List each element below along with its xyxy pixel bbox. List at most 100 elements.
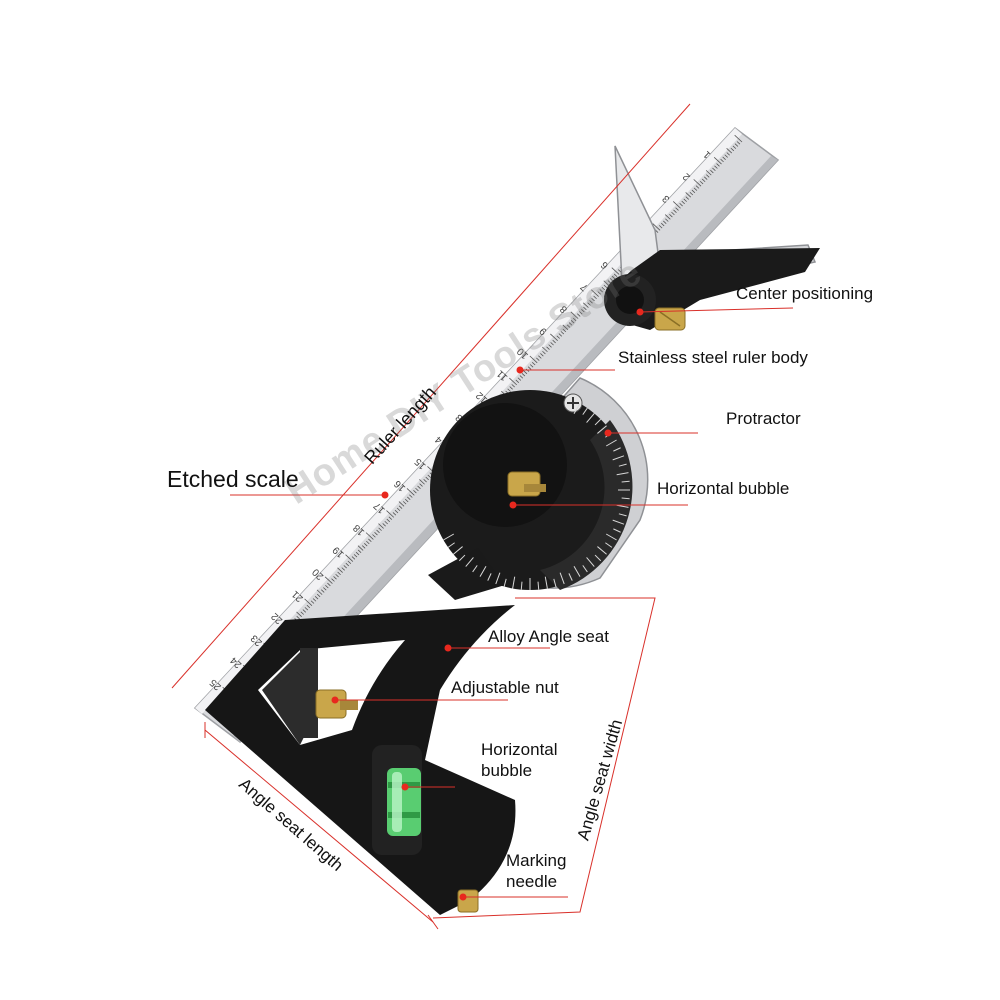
ruler-tick	[726, 147, 733, 154]
protractor-degree-ticks	[443, 403, 630, 590]
ruler-tick	[378, 523, 384, 529]
ruler-scale-number: 3	[660, 192, 672, 204]
protractor-tick	[612, 519, 625, 525]
ruler-tick	[425, 476, 429, 481]
ruler-tick	[542, 346, 548, 353]
leader-lines	[171, 103, 794, 930]
protractor-tick	[582, 565, 588, 573]
protractor-tick	[544, 576, 548, 589]
ruler-tick	[581, 309, 585, 313]
ruler-tick	[562, 328, 567, 333]
ruler-tick	[652, 223, 661, 231]
ruler-tick	[337, 567, 343, 573]
protractor-tick	[573, 565, 581, 577]
ruler-tick	[691, 189, 696, 194]
ruler-tick	[591, 297, 595, 302]
ruler-tick	[351, 556, 356, 560]
protractor-tick	[605, 542, 613, 548]
ruler-tick	[736, 141, 741, 145]
label-marking-needle-2: needle	[506, 872, 558, 891]
ruler-tick	[720, 158, 724, 163]
ruler-tick	[521, 373, 526, 377]
ruler-tick	[542, 350, 546, 355]
ruler-tick	[306, 604, 311, 609]
ruler-scale-number: 2	[681, 170, 693, 182]
ruler-tick	[347, 560, 352, 565]
ruler-tick	[325, 585, 329, 589]
protractor-tick	[597, 425, 607, 434]
ruler-tick	[413, 490, 417, 494]
ruler-tick	[663, 220, 667, 224]
ruler-tick	[732, 145, 737, 149]
ruler-tick	[597, 291, 601, 295]
ruler-tick	[579, 311, 583, 315]
ruler-scale-number: 9	[537, 325, 549, 337]
ruler-tick	[710, 169, 714, 174]
ruler-tick	[679, 203, 683, 207]
ruler-tick	[546, 346, 550, 350]
ruler-tick	[343, 565, 348, 569]
ruler-tick	[734, 143, 739, 147]
ruler-tick	[341, 567, 345, 571]
protractor-tick	[512, 576, 516, 589]
protractor-tick	[594, 418, 602, 426]
ruler-tick	[613, 273, 618, 277]
ruler-tick	[321, 589, 325, 593]
ruler-tick	[366, 540, 370, 545]
protractor-tick	[479, 565, 487, 577]
ruler-tick	[304, 598, 313, 606]
ruler-tick	[611, 267, 620, 275]
ruler-tick	[548, 344, 552, 348]
ruler-tick	[300, 611, 305, 615]
ruler-tick	[669, 214, 673, 218]
protractor-tick	[612, 455, 625, 461]
protractor-tick	[618, 463, 627, 467]
ruler-tick	[337, 571, 341, 576]
protractor-tick	[605, 439, 617, 447]
ruler-tick	[310, 600, 315, 604]
ruler-tick	[398, 501, 405, 507]
ruler-tick	[556, 335, 561, 339]
protractor-tick	[613, 528, 621, 533]
ruler-scale-number: 8	[558, 303, 570, 315]
ruler-tick	[511, 384, 515, 388]
label-horizontal-bubble-top: Horizontal bubble	[657, 479, 790, 498]
ruler-tick	[357, 549, 362, 553]
ruler-tick	[607, 280, 612, 284]
ruler-tick	[671, 211, 675, 216]
protractor-head	[428, 377, 649, 600]
ruler-tick	[730, 147, 735, 152]
ruler-tick	[582, 302, 589, 308]
ruler-tick	[536, 357, 540, 361]
ruler-tick	[599, 289, 604, 293]
ruler-tick	[672, 201, 681, 209]
protractor-tick	[621, 497, 630, 500]
ruler-tick	[531, 361, 536, 366]
label-adjustable-nut: Adjustable nut	[451, 678, 559, 697]
ruler-tick	[675, 207, 679, 211]
ruler-tick	[409, 494, 413, 498]
label-protractor: Protractor	[726, 409, 801, 428]
ruler-tick	[705, 170, 712, 176]
ruler-tick	[364, 543, 368, 547]
ruler-tick	[693, 179, 702, 187]
ruler-tick	[404, 498, 409, 503]
ruler-tick	[664, 214, 671, 220]
ruler-tick	[394, 509, 399, 514]
ruler-tick	[419, 479, 425, 485]
ruler-tick	[376, 529, 380, 534]
ruler-tick	[683, 198, 687, 202]
ruler-tick	[658, 225, 663, 229]
ruler-tick	[384, 520, 388, 525]
ruler-tick	[372, 534, 376, 538]
protractor-tick	[487, 573, 492, 581]
label-etched-scale: Etched scale	[167, 466, 299, 492]
ruler-tick	[603, 284, 608, 289]
protractor-tick	[618, 513, 627, 517]
protractor-tick	[605, 533, 617, 541]
ruler-tick	[570, 311, 579, 319]
protractor-tick	[621, 480, 630, 483]
protractor-tick	[465, 557, 474, 567]
ruler-tick	[302, 609, 307, 613]
ruler-tick	[304, 607, 309, 611]
